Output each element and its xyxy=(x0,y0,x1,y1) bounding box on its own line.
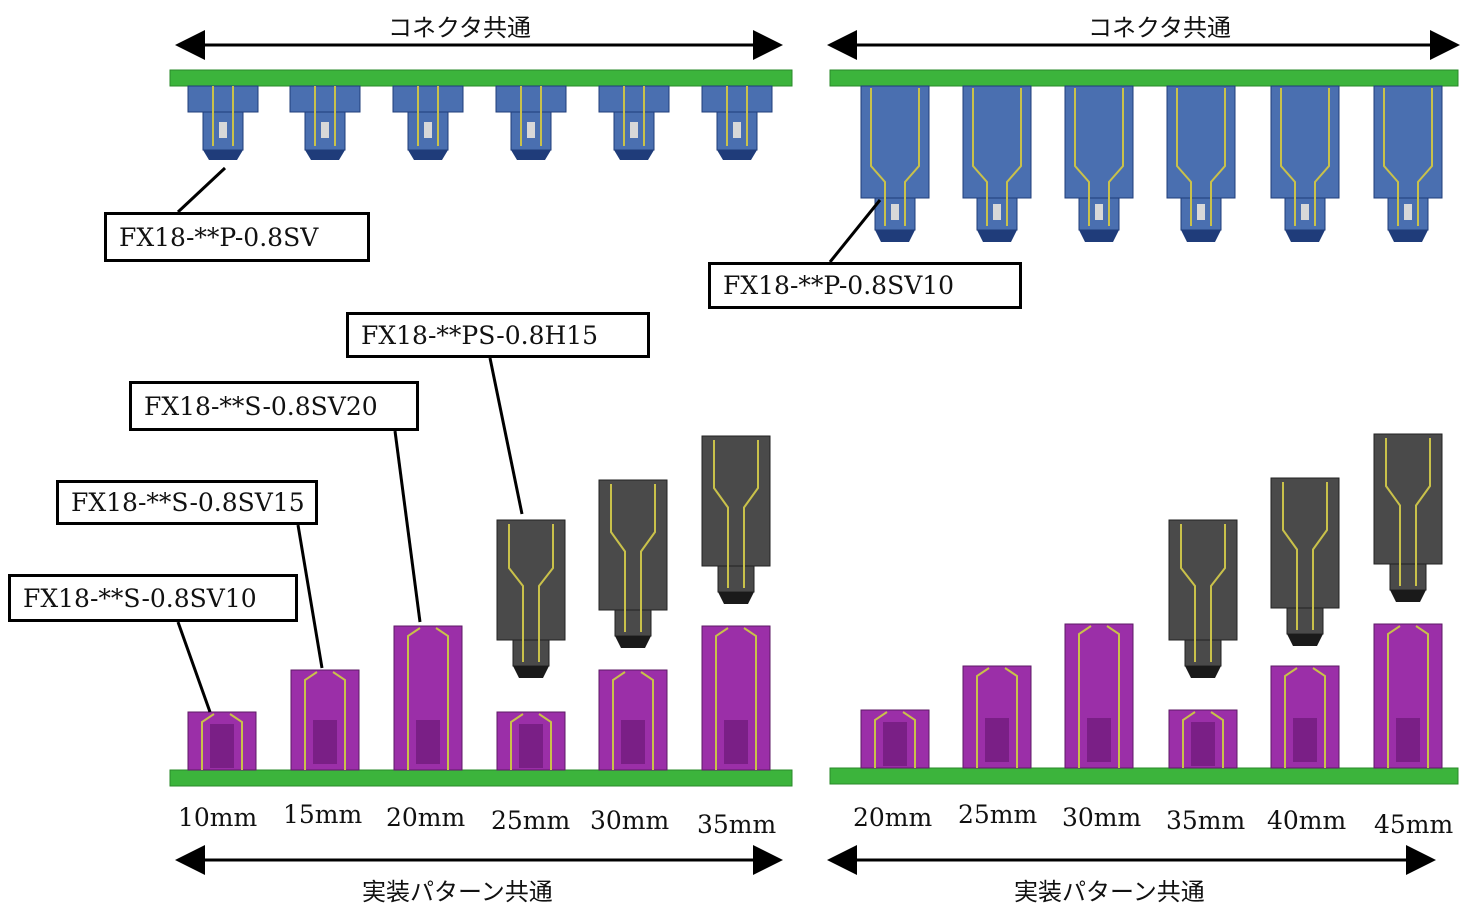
socket-right-5 xyxy=(1270,665,1340,769)
socket-left-6 xyxy=(701,625,771,771)
mating-plug-right-35 xyxy=(1168,519,1238,678)
plug-sv-3 xyxy=(392,85,464,160)
leader-plug-h15 xyxy=(488,357,524,515)
height-label-left-2: 15mm xyxy=(283,800,363,829)
plug-sv10-6 xyxy=(1373,85,1443,242)
label-plug-sv: FX18-**P-0.8SV xyxy=(104,212,370,262)
plug-sv-5 xyxy=(598,85,670,160)
plug-sv-6 xyxy=(701,85,773,160)
top-left-plug-row xyxy=(187,85,773,160)
bottom-right-caption: 実装パターン共通 xyxy=(1014,878,1205,906)
mating-plug-left-35 xyxy=(701,435,771,604)
height-label-left-5: 30mm xyxy=(590,806,670,835)
height-label-right-6: 45mm xyxy=(1374,810,1454,839)
height-label-left-1: 10mm xyxy=(178,803,258,832)
bottom-right-stack-row xyxy=(860,433,1443,769)
bottom-left-caption: 実装パターン共通 xyxy=(362,878,553,906)
height-label-right-2: 25mm xyxy=(958,800,1038,829)
bottom-left-stack-row xyxy=(187,435,771,771)
leader-sock-sv20 xyxy=(393,430,422,623)
top-left-board xyxy=(169,69,793,87)
leader-plug-sv xyxy=(176,166,227,214)
top-right-caption: コネクタ共通 xyxy=(1088,14,1232,42)
leader-plug-sv10 xyxy=(828,199,882,263)
mating-plug-left-30 xyxy=(598,479,668,648)
bottom-right-board xyxy=(829,767,1459,785)
top-right-plug-row xyxy=(860,85,1443,242)
plug-sv10-3 xyxy=(1064,85,1134,242)
label-sock-sv15: FX18-**S-0.8SV15 xyxy=(56,480,318,525)
plug-sv10-5 xyxy=(1270,85,1340,242)
mating-plug-right-45 xyxy=(1373,433,1443,602)
plug-sv10-4 xyxy=(1166,85,1236,242)
socket-left-1 xyxy=(187,711,257,771)
socket-left-2 xyxy=(290,669,360,771)
mating-plug-left-25 xyxy=(496,519,566,678)
socket-left-5 xyxy=(598,669,668,771)
plug-sv10-1 xyxy=(860,85,930,242)
height-label-left-3: 20mm xyxy=(386,803,466,832)
socket-right-6 xyxy=(1373,623,1443,769)
plug-sv-1 xyxy=(187,85,259,160)
height-label-right-1: 20mm xyxy=(853,803,933,832)
height-label-right-5: 40mm xyxy=(1267,806,1347,835)
label-sock-sv20: FX18-**S-0.8SV20 xyxy=(129,381,419,431)
socket-right-1 xyxy=(860,709,930,769)
socket-left-3 xyxy=(393,625,463,771)
socket-right-4 xyxy=(1168,709,1238,769)
leader-sock-sv15 xyxy=(296,524,324,669)
plug-sv-2 xyxy=(289,85,361,160)
plug-sv10-2 xyxy=(962,85,1032,242)
height-label-right-4: 35mm xyxy=(1166,806,1246,835)
top-right-board xyxy=(829,69,1459,87)
bottom-left-board xyxy=(169,769,793,787)
height-label-left-6: 35mm xyxy=(697,810,777,839)
label-sock-sv10: FX18-**S-0.8SV10 xyxy=(8,574,298,622)
socket-right-2 xyxy=(962,665,1032,769)
height-label-right-3: 30mm xyxy=(1062,803,1142,832)
top-left-caption: コネクタ共通 xyxy=(388,14,532,42)
socket-right-3 xyxy=(1064,623,1134,769)
height-label-left-4: 25mm xyxy=(491,806,571,835)
leader-sock-sv10 xyxy=(176,621,212,713)
label-plug-sv10: FX18-**P-0.8SV10 xyxy=(708,262,1022,309)
plug-sv-4 xyxy=(495,85,567,160)
label-plug-h15: FX18-**PS-0.8H15 xyxy=(346,312,650,358)
mating-plug-right-40 xyxy=(1270,477,1340,646)
socket-left-4 xyxy=(496,711,566,771)
